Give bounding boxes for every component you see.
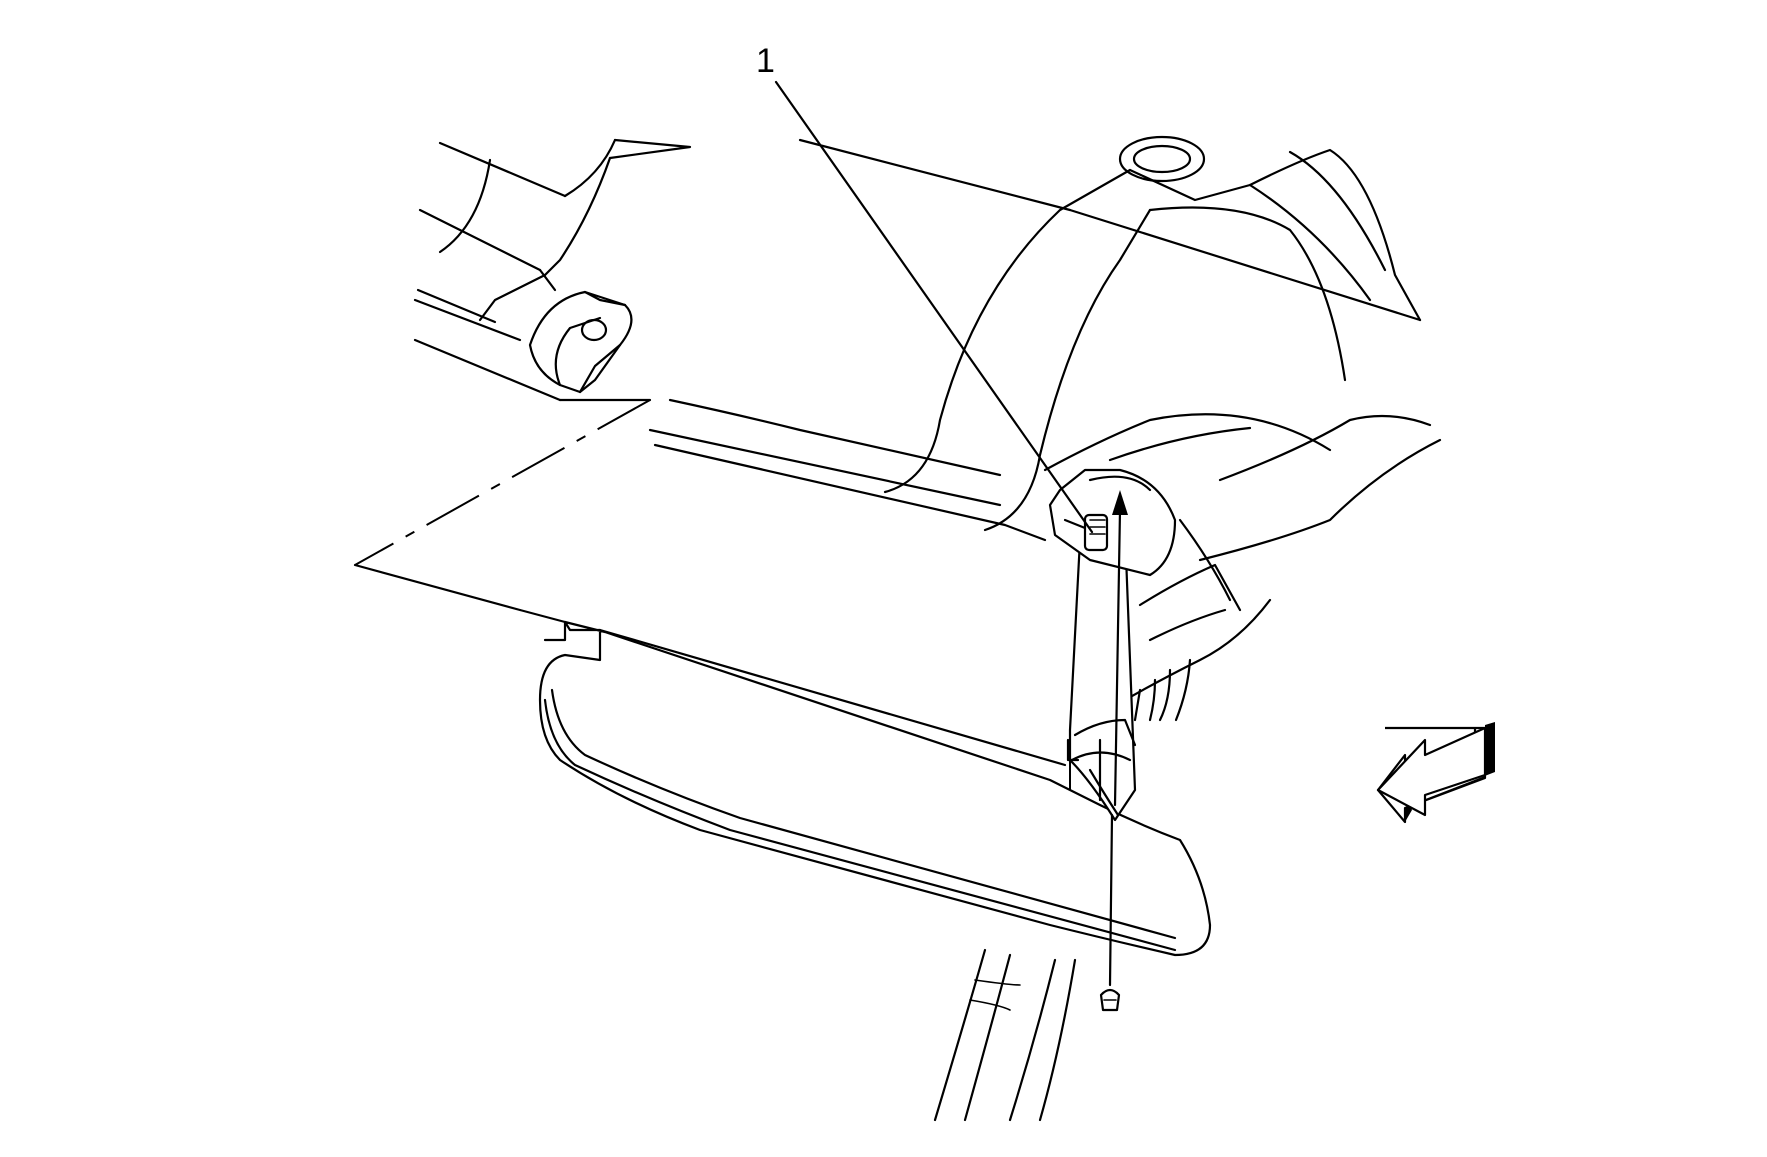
dome-ring xyxy=(1118,135,1206,183)
pivot-mount xyxy=(1048,468,1177,577)
screw-icon xyxy=(1099,813,1121,1012)
headliner-body xyxy=(648,138,1422,542)
sunvisor-arm xyxy=(1066,528,1137,822)
callout-label-1: 1 xyxy=(756,42,775,80)
headliner-front-edge xyxy=(413,138,692,402)
sunvisor-icon xyxy=(538,620,1212,957)
retainer-clip-icon xyxy=(528,290,633,394)
lower-pillar xyxy=(933,948,1077,1122)
direction-arrow-icon xyxy=(1376,722,1495,824)
install-arrow xyxy=(1112,490,1128,807)
callout-leader xyxy=(774,80,1094,534)
a-pillar-trim xyxy=(1123,414,1442,722)
